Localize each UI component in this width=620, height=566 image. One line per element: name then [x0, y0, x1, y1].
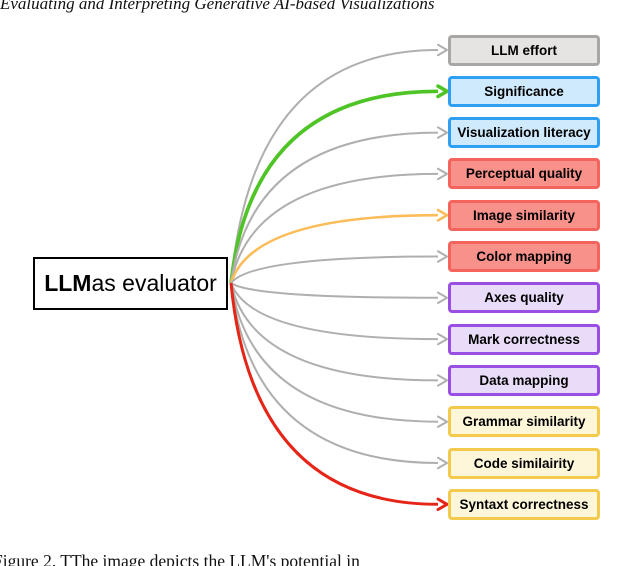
- figure-caption: Figure 2. TThe image depicts the LLM's p…: [0, 551, 360, 566]
- source-label-bold: LLM: [44, 270, 92, 296]
- criteria-box-data-mapping: Data mapping: [448, 364, 600, 396]
- criteria-box-label: Data mapping: [479, 372, 569, 388]
- criteria-box-label: Axes quality: [484, 290, 564, 306]
- arrow-head-to-grammar-similarity: [437, 415, 448, 428]
- arrow-line-to-mark-correctness: [230, 282, 439, 341]
- arrow-line-to-data-mapping: [230, 282, 439, 382]
- criteria-box-label: Perceptual quality: [465, 166, 583, 182]
- criteria-box-label: Significance: [484, 83, 564, 99]
- arrow-head-to-mark-correctness: [437, 332, 448, 346]
- arrow-line-to-color-mapping: [230, 255, 439, 284]
- arrow-head-to-data-mapping: [437, 374, 448, 387]
- criteria-box-label: Mark correctness: [468, 331, 580, 347]
- criteria-box-label: Color mapping: [476, 249, 572, 264]
- criteria-box-grammar-similarity: Grammar similarity: [448, 406, 600, 438]
- arrow-line-to-syntaxt-correctness: [229, 282, 439, 506]
- criteria-box-color-mapping: Color mapping: [448, 241, 600, 272]
- criteria-box-perceptual-quality: Perceptual quality: [448, 158, 600, 190]
- criteria-box-image-similarity: Image similarity: [448, 199, 600, 231]
- arrow-line-to-visualization-literacy: [230, 131, 439, 284]
- arrow-line-to-perceptual-quality: [230, 172, 439, 284]
- arrow-head-to-axes-quality: [437, 291, 448, 304]
- arrow-head-to-syntaxt-correctness: [436, 497, 449, 511]
- arrow-head-to-significance: [436, 84, 449, 99]
- arrow-head-to-llm-effort: [437, 43, 448, 57]
- arrow-head-to-code-similairity: [437, 456, 448, 470]
- arrow-line-to-significance: [229, 89, 439, 284]
- arrow-head-to-visualization-literacy: [437, 126, 448, 139]
- arrow-head-to-color-mapping: [437, 250, 448, 263]
- criteria-box-mark-correctness: Mark correctness: [448, 323, 600, 355]
- criteria-box-syntaxt-correctness: Syntaxt correctness: [448, 488, 600, 520]
- arrow-line-to-grammar-similarity: [230, 282, 439, 423]
- criteria-box-label: Code similairity: [473, 455, 575, 471]
- arrow-line-to-axes-quality: [230, 282, 439, 299]
- running-header: Evaluating and Interpreting Generative A…: [0, 0, 435, 13]
- criteria-box-code-similairity: Code similairity: [448, 447, 600, 479]
- criteria-box-label: Image similarity: [472, 207, 576, 223]
- llm-as-evaluator-box: LLM as evaluator: [33, 257, 228, 310]
- arrow-line-to-llm-effort: [230, 49, 439, 284]
- source-label-rest: as evaluator: [91, 270, 217, 296]
- criteria-box-label: Visualization literacy: [457, 125, 591, 141]
- criteria-box-significance: Significance: [448, 75, 600, 107]
- criteria-box-axes-quality: Axes quality: [448, 282, 600, 314]
- criteria-box-label: Grammar similarity: [462, 414, 586, 430]
- arrow-head-to-perceptual-quality: [437, 167, 448, 181]
- arrow-line-to-image-similarity: [229, 213, 439, 284]
- criteria-box-visualization-literacy: Visualization literacy: [448, 117, 600, 149]
- criteria-box-label: Syntaxt correctness: [459, 496, 589, 512]
- criteria-box-llm-effort: LLM effort: [448, 34, 600, 66]
- criteria-box-label: LLM effort: [491, 42, 557, 58]
- arrow-head-to-image-similarity: [436, 208, 449, 222]
- arrow-line-to-code-similairity: [230, 282, 439, 464]
